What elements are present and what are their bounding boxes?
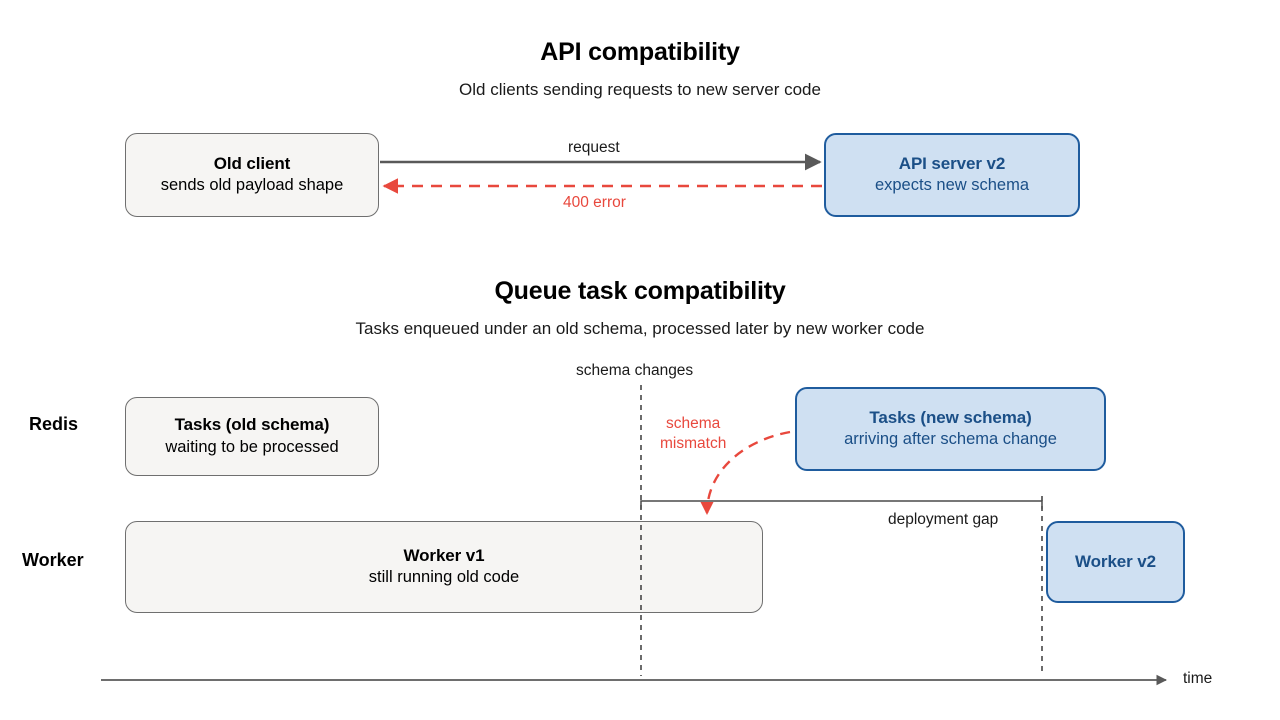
- node-api-server-v2[interactable]: API server v2 expects new schema: [824, 133, 1080, 217]
- edge-label-schema-mismatch: schema mismatch: [660, 414, 726, 454]
- node-old-client-title: Old client: [213, 153, 291, 173]
- page-title-api-compatibility: API compatibility: [540, 38, 740, 66]
- page-subtitle-queue-task-compatibility: Tasks enqueued under an old schema, proc…: [355, 319, 925, 338]
- node-tasks-old-schema-title: Tasks (old schema): [174, 415, 330, 435]
- node-old-client[interactable]: Old client sends old payload shape: [125, 133, 379, 217]
- node-tasks-new-schema-title: Tasks (new schema): [869, 407, 1032, 427]
- node-worker-v1-subtitle: still running old code: [368, 568, 520, 587]
- row-label-worker: Worker: [22, 550, 84, 570]
- edge-label-schema-mismatch-line2: mismatch: [660, 434, 727, 452]
- node-worker-v1-title: Worker v1: [403, 545, 485, 565]
- edge-label-request: request: [568, 139, 620, 156]
- node-worker-v2[interactable]: Worker v2: [1046, 521, 1185, 603]
- page-subtitle-api-compatibility: Old clients sending requests to new serv…: [459, 80, 821, 99]
- node-tasks-old-schema-subtitle: waiting to be processed: [165, 437, 339, 456]
- node-api-server-v2-title: API server v2: [898, 153, 1006, 173]
- node-tasks-new-schema-subtitle: arriving after schema change: [844, 430, 1057, 449]
- row-label-redis: Redis: [29, 414, 79, 434]
- node-tasks-new-schema[interactable]: Tasks (new schema) arriving after schema…: [795, 387, 1106, 471]
- node-api-server-v2-subtitle: expects new schema: [874, 176, 1030, 195]
- marker-label-schema-changes: schema changes: [576, 362, 694, 379]
- edge-label-400-error: 400 error: [563, 194, 626, 211]
- node-tasks-old-schema[interactable]: Tasks (old schema) waiting to be process…: [125, 397, 379, 476]
- node-worker-v2-title: Worker v2: [1075, 551, 1156, 571]
- axis-label-time: time: [1183, 670, 1213, 687]
- page-title-queue-task-compatibility: Queue task compatibility: [494, 277, 786, 305]
- node-old-client-subtitle: sends old payload shape: [160, 176, 344, 195]
- bracket-deployment-gap: [640, 500, 1043, 509]
- edge-label-schema-mismatch-line1: schema: [666, 415, 721, 432]
- node-worker-v1[interactable]: Worker v1 still running old code: [125, 521, 763, 613]
- annotation-label-deployment-gap: deployment gap: [888, 511, 999, 528]
